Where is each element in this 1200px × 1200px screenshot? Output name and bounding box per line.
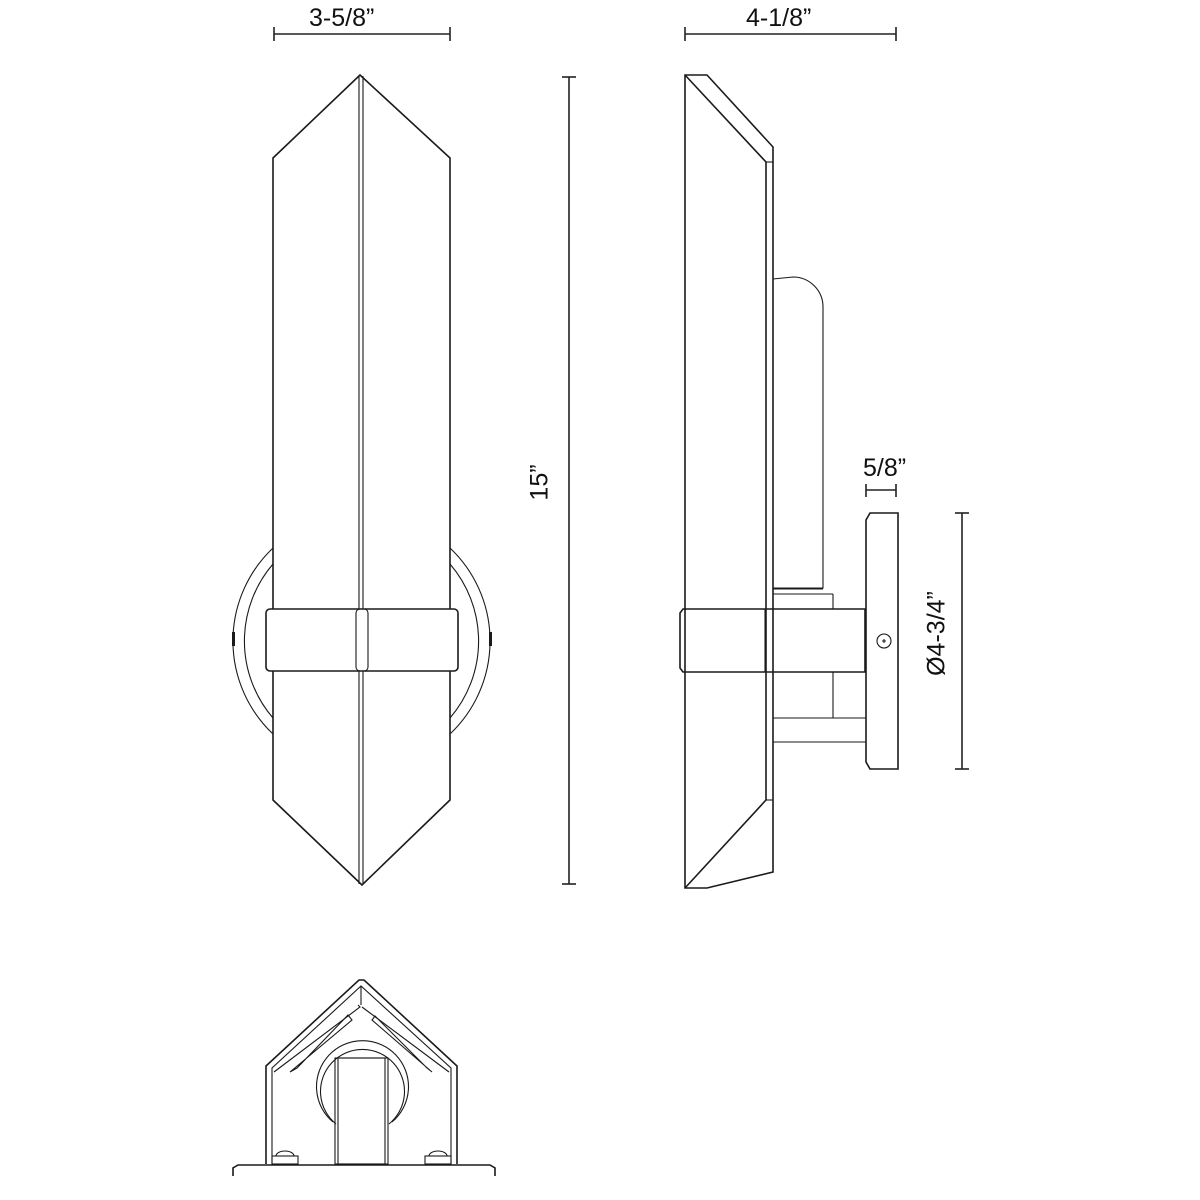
label-backplate-thickness: 5/8” [863,454,907,482]
label-backplate-diameter: Ø4-3/4” [922,591,951,676]
top-view [232,979,496,1176]
dim-backplate-thickness [865,484,897,497]
dim-height [562,76,576,885]
label-front-width: 3-5/8” [309,4,375,32]
front-view [232,73,492,887]
side-view [679,74,899,889]
dim-backplate-diameter [955,512,969,770]
label-height: 15” [525,464,554,501]
label-side-depth: 4-1/8” [746,4,812,32]
dim-side-depth [684,27,897,41]
dim-front-width [273,27,451,41]
